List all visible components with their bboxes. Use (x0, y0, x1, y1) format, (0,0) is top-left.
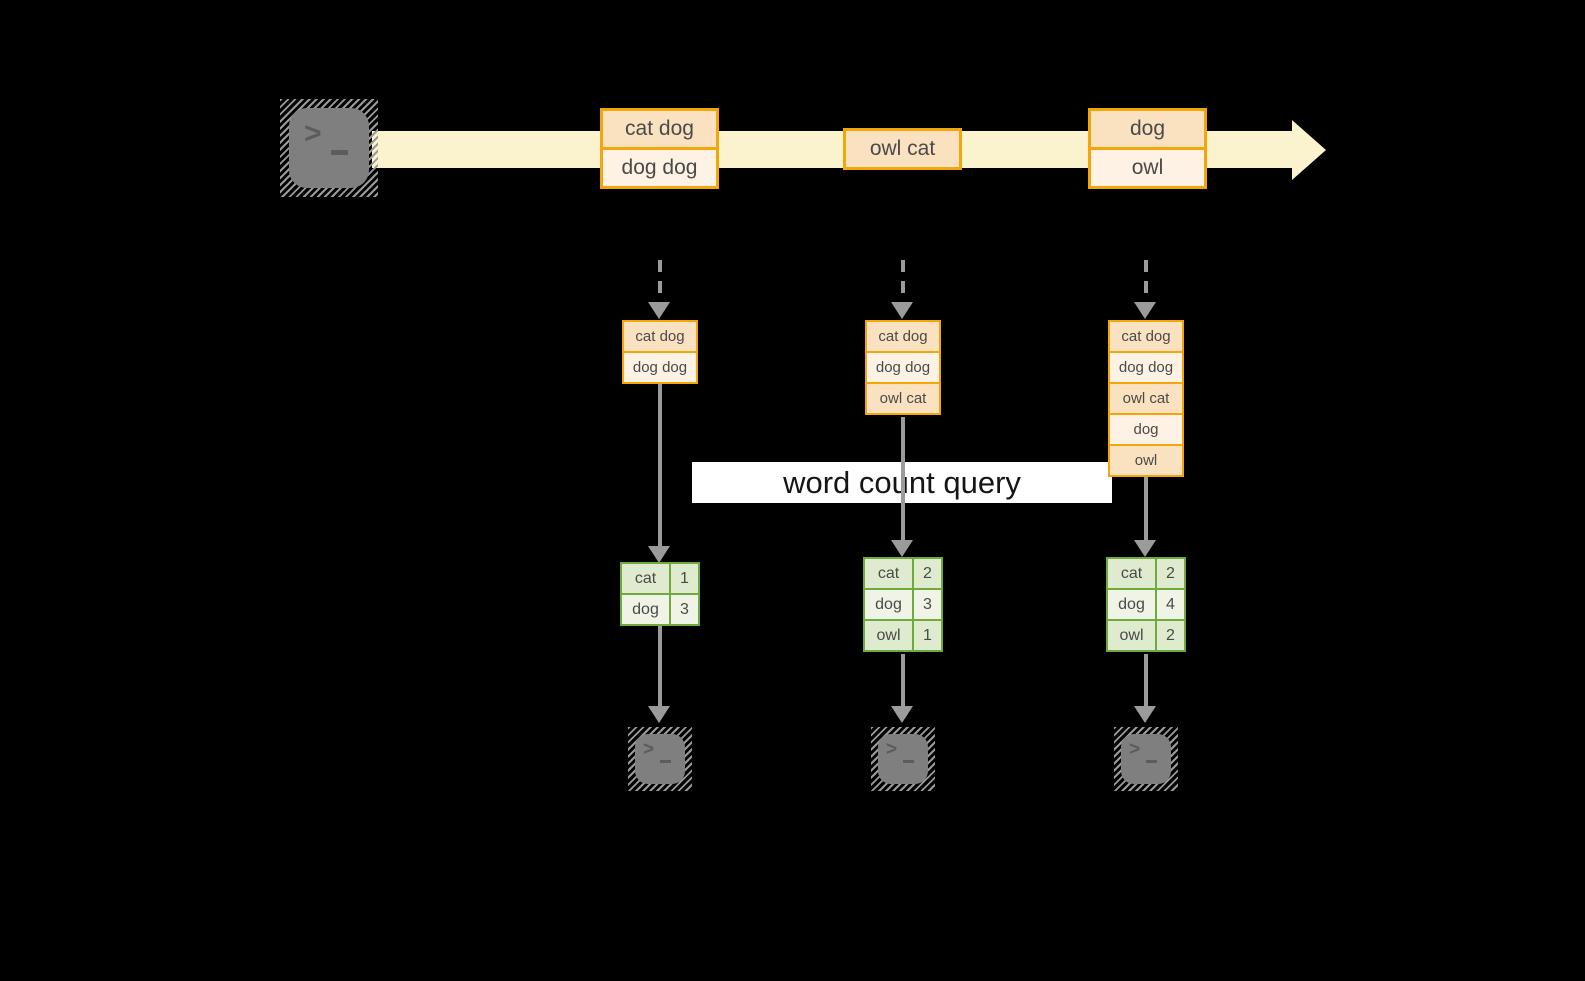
dashed-arrow-head (1134, 302, 1156, 319)
prompt-cursor-icon (1146, 760, 1157, 763)
terminal-icon: > (1114, 727, 1178, 791)
event-cell: dog dog (603, 150, 716, 186)
table-cell-count: 4 (1157, 590, 1184, 619)
terminal-screen: > (1121, 734, 1171, 784)
prompt-cursor-icon (331, 150, 348, 155)
flow-arrow-head (891, 540, 913, 557)
state-cell: cat dog (867, 322, 939, 351)
state-cell: owl cat (1110, 384, 1182, 413)
state-cell: owl (1110, 446, 1182, 475)
table-cell-count: 2 (914, 559, 941, 588)
event-cell: dog (1091, 111, 1204, 147)
dashed-arrow-head (891, 302, 913, 319)
table-cell-count: 2 (1157, 621, 1184, 650)
event-cell: cat dog (603, 111, 716, 147)
flow-arrow-line (901, 654, 905, 706)
table-cell-count: 1 (671, 564, 698, 593)
prompt-chevron-icon: > (304, 117, 322, 150)
table-cell-word: cat (622, 564, 669, 593)
terminal-screen: > (878, 734, 928, 784)
state-cell: dog (1110, 415, 1182, 444)
table-cell-count: 3 (914, 590, 941, 619)
event-box-1: cat dog dog dog (600, 108, 719, 189)
terminal-icon: > (871, 727, 935, 791)
state-cell: cat dog (1110, 322, 1182, 351)
dashed-arrow-line (901, 260, 905, 302)
state-cell: owl cat (867, 384, 939, 413)
flow-arrow-head (648, 706, 670, 723)
word-count-table-1: cat 1 dog 3 (620, 562, 700, 626)
flow-arrow-head (1134, 540, 1156, 557)
flow-arrow-line (658, 384, 662, 546)
table-cell-count: 3 (671, 595, 698, 624)
event-cell: owl (1091, 150, 1204, 186)
table-cell-word: dog (865, 590, 912, 619)
table-cell-word: owl (865, 621, 912, 650)
flow-arrow-line (658, 626, 662, 706)
flow-arrow-head (648, 546, 670, 563)
table-cell-count: 1 (914, 621, 941, 650)
dashed-arrow-head (648, 302, 670, 319)
table-cell-word: cat (865, 559, 912, 588)
state-cell: dog dog (624, 353, 696, 382)
prompt-chevron-icon: > (1129, 739, 1141, 760)
terminal-icon: > (628, 727, 692, 791)
flow-arrow-head (891, 706, 913, 723)
event-box-3: dog owl (1088, 108, 1207, 189)
event-cell: owl cat (846, 131, 959, 167)
state-box-3: cat dog dog dog owl cat dog owl (1108, 320, 1184, 477)
state-cell: dog dog (1110, 353, 1182, 382)
prompt-chevron-icon: > (886, 739, 898, 760)
word-count-table-3: cat 2 dog 4 owl 2 (1106, 557, 1186, 652)
terminal-screen: > (635, 734, 685, 784)
prompt-chevron-icon: > (643, 739, 655, 760)
table-cell-word: dog (1108, 590, 1155, 619)
prompt-cursor-icon (660, 760, 671, 763)
table-cell-word: owl (1108, 621, 1155, 650)
terminal-icon: > (280, 99, 378, 197)
state-box-2: cat dog dog dog owl cat (865, 320, 941, 415)
flow-arrow-line (1144, 477, 1148, 540)
flow-arrow-line (901, 417, 905, 540)
event-box-2: owl cat (843, 128, 962, 170)
dashed-arrow-line (1144, 260, 1148, 302)
word-count-table-2: cat 2 dog 3 owl 1 (863, 557, 943, 652)
flow-arrow-head (1134, 706, 1156, 723)
state-cell: cat dog (624, 322, 696, 351)
state-cell: dog dog (867, 353, 939, 382)
prompt-cursor-icon (903, 760, 914, 763)
table-cell-word: cat (1108, 559, 1155, 588)
flow-arrow-line (1144, 654, 1148, 706)
stream-arrow-head (1292, 120, 1326, 180)
state-box-1: cat dog dog dog (622, 320, 698, 384)
dashed-arrow-line (658, 260, 662, 302)
terminal-screen: > (289, 108, 369, 188)
table-cell-word: dog (622, 595, 669, 624)
table-cell-count: 2 (1157, 559, 1184, 588)
